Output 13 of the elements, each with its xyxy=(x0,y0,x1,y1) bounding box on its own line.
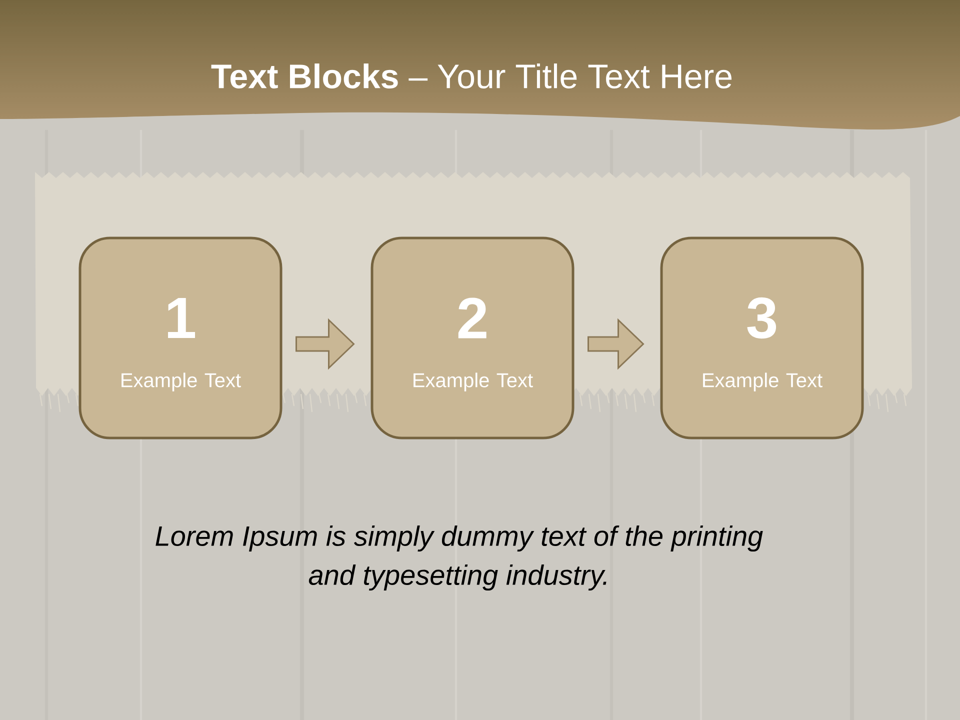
slide-title: Text Blocks – Your Title Text Here xyxy=(211,64,732,88)
step-number: 1 xyxy=(168,298,196,338)
step-label: Example Text xyxy=(122,372,241,392)
process-box xyxy=(660,236,864,440)
step-label: Example Text xyxy=(414,372,533,392)
arrow xyxy=(588,318,644,370)
process-box xyxy=(78,236,282,440)
arrow xyxy=(296,318,355,370)
step-number: 3 xyxy=(747,297,776,339)
process-box xyxy=(370,236,574,440)
step-label: Example Text xyxy=(703,372,822,392)
caption-text: Lorem Ipsum is simply dummy text of the printing and typesetting industry. xyxy=(156,525,763,591)
step-number: 2 xyxy=(458,298,486,338)
